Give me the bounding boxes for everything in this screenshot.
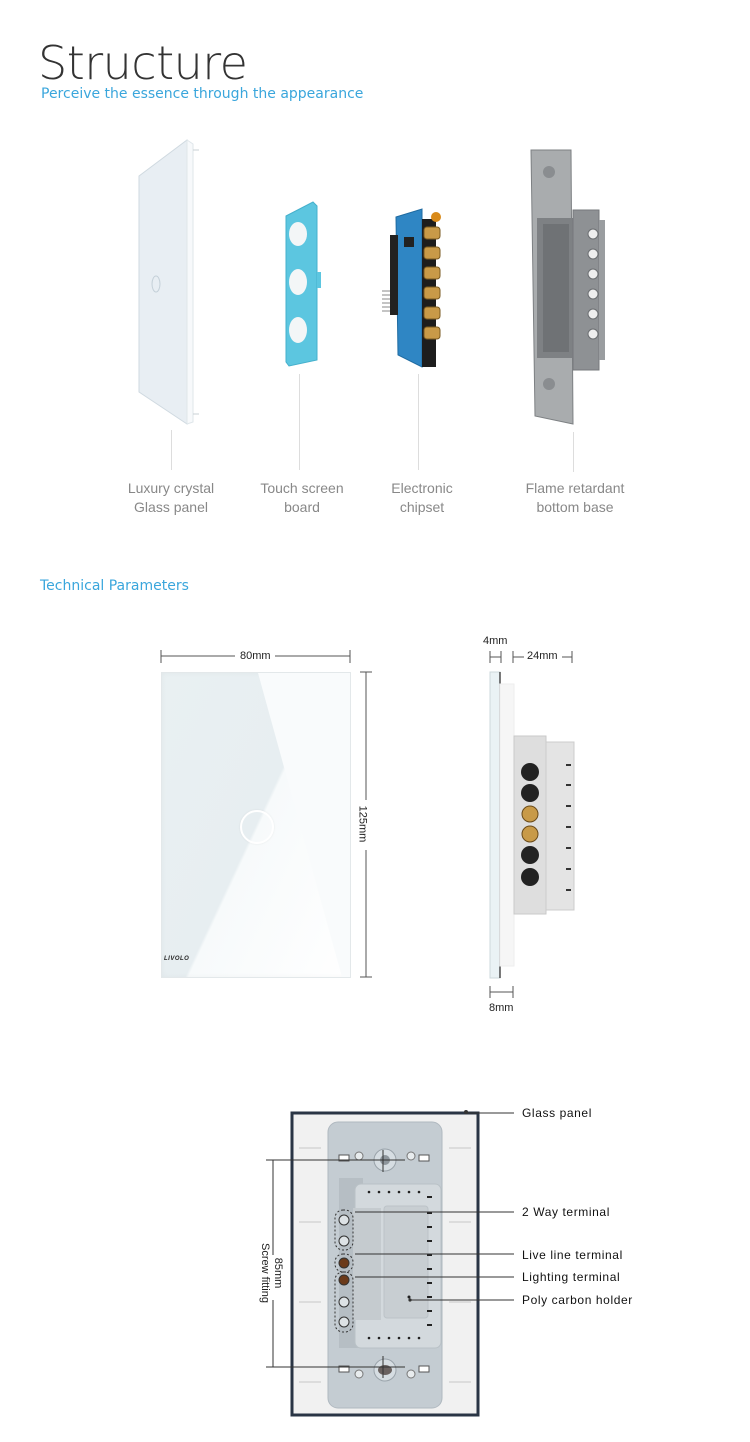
leader-line <box>299 374 300 470</box>
glass-panel-illustration <box>138 139 199 425</box>
label-line: Glass panel <box>134 499 208 515</box>
screw-fitting-label: 85mm Screw fitting <box>258 1230 284 1316</box>
part-label-glass-panel: Luxury crystal Glass panel <box>101 479 241 517</box>
bottom-base-illustration <box>530 149 605 425</box>
label-line: Luxury crystal <box>127 480 215 496</box>
front-glass-panel: LIVOLO <box>161 672 351 978</box>
part-label-bottom-base: Flame retardant bottom base <box>505 479 645 517</box>
section-title-technical: Technical Parameters <box>40 578 189 594</box>
brand-logo: LIVOLO <box>164 956 190 962</box>
part-label-touch-board: Touch screen board <box>232 479 372 517</box>
side-view-illustration <box>489 671 575 979</box>
page-title: Structure <box>38 36 248 90</box>
back-view-illustration <box>290 1111 480 1417</box>
callout-poly-carbon-holder: Poly carbon holder <box>522 1293 633 1307</box>
callout-lighting-terminal: Lighting terminal <box>522 1270 621 1284</box>
screw-fitting-value: 85mm <box>272 1257 284 1289</box>
label-line: board <box>284 499 320 515</box>
panel-thickness-label: 8mm <box>489 1002 514 1014</box>
label-line: Flame retardant <box>525 480 625 496</box>
leader-line <box>573 432 574 472</box>
glass-thickness-label: 4mm <box>483 635 508 647</box>
width-dimension-label: 80mm <box>240 650 271 662</box>
label-line: Electronic <box>391 480 453 496</box>
callout-2-way-terminal: 2 Way terminal <box>522 1205 610 1219</box>
front-light-wedge <box>258 673 350 977</box>
label-line: chipset <box>399 499 445 515</box>
depth-label: 24mm <box>527 650 558 662</box>
touch-key-icon <box>151 275 161 293</box>
callout-live-line-terminal: Live line terminal <box>522 1248 623 1262</box>
callout-glass-panel: Glass panel <box>522 1106 592 1120</box>
leader-line <box>418 374 419 470</box>
label-line: bottom base <box>536 499 614 515</box>
screw-fitting-text: Screw fitting <box>259 1243 271 1303</box>
label-line: Touch screen <box>260 480 344 496</box>
page-subtitle: Perceive the essence through the appeara… <box>41 86 364 102</box>
leader-line <box>171 430 172 470</box>
part-label-chipset: Electronic chipset <box>352 479 492 517</box>
touch-key-ring[interactable] <box>240 810 274 844</box>
chipset-illustration <box>382 208 441 368</box>
touch-board-illustration <box>285 201 321 367</box>
